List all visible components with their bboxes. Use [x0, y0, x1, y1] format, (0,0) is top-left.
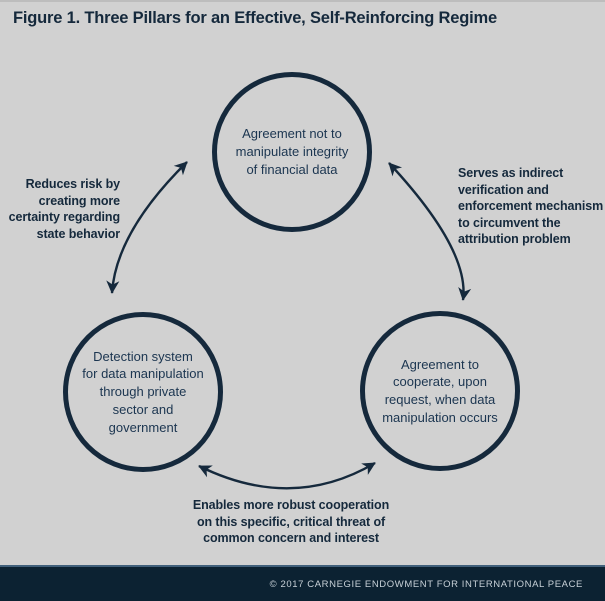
copyright-text: © 2017 CARNEGIE ENDOWMENT FOR INTERNATIO…: [269, 578, 583, 590]
node-label: Detection system for data manipulation t…: [82, 348, 204, 435]
edge-label-bottom: Enables more robust cooperation on this …: [192, 498, 390, 545]
node-label: Agreement not to manipulate integrity of…: [235, 126, 349, 177]
node-agreement-not-to-manipulate: Agreement not to manipulate integrity of…: [212, 72, 372, 232]
edge-label-left: Reduces risk by creating more certainty …: [8, 177, 120, 241]
arrow-right: [388, 162, 472, 301]
edge-label-right: Serves as indirect verification and enfo…: [458, 166, 604, 246]
figure-title: Figure 1. Three Pillars for an Effective…: [13, 9, 497, 27]
top-edge-divider: [0, 0, 605, 2]
node-agreement-to-cooperate: Agreement to cooperate, upon request, wh…: [360, 311, 520, 471]
node-label: Agreement to cooperate, upon request, wh…: [382, 356, 498, 425]
arrow-bottom: [198, 461, 376, 490]
footer-bar: © 2017 CARNEGIE ENDOWMENT FOR INTERNATIO…: [0, 565, 605, 601]
node-detection-system: Detection system for data manipulation t…: [63, 312, 223, 472]
arrow-left: [106, 161, 188, 294]
